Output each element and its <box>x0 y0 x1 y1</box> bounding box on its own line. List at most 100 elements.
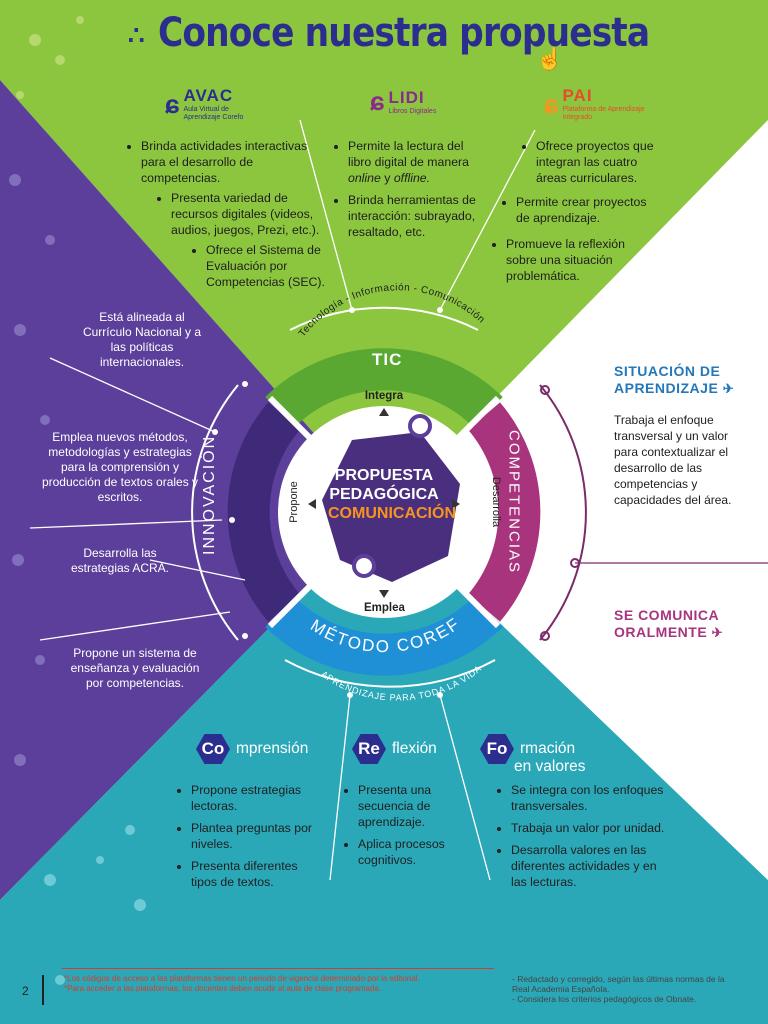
avac-logo-icon: ɕ <box>165 88 180 119</box>
center-line1: PROPUESTA <box>334 467 434 484</box>
green-quadrant <box>0 0 768 512</box>
formacion-hex: Fo <box>480 734 514 764</box>
center-line3: COMUNICACIÓN <box>328 505 456 522</box>
reflexion-item: Aplica procesos cognitivos. <box>358 836 452 868</box>
left-outer-arc <box>191 384 239 641</box>
footer-divider <box>42 975 44 1005</box>
formacion-header: Fo rmación en valores <box>480 734 586 776</box>
pai-logo-icon: ɕ <box>544 88 559 119</box>
lidi-and: y <box>384 171 391 185</box>
pai-name: PAI <box>562 86 593 105</box>
situacion-title: SITUACIÓN DE APRENDIZAJE ✈ <box>614 363 764 397</box>
network-decoration-top <box>16 16 84 99</box>
reflexion-header: Re flexión <box>352 734 437 764</box>
hexagon-dot-top <box>408 414 432 438</box>
innovacion-band <box>227 402 301 622</box>
hand-cursor-icon: ☝ <box>536 46 564 71</box>
avac-sub: Aula Virtual de Aprendizaje Corefo <box>183 106 244 121</box>
innovacion-item: Está alineada al Currículo Nacional y a … <box>82 310 202 369</box>
innovacion-band-label: INNOVACIÓN <box>201 434 218 555</box>
center-line2: PEDAGÓGICA <box>329 486 439 503</box>
reflexion-list: Presenta una secuencia de aprendizaje. A… <box>342 782 452 874</box>
lidi-item1-text: Permite la lectura del libro digital de … <box>348 139 469 169</box>
formacion-list: Se integra con los enfoques transversale… <box>495 782 675 896</box>
brand-lidi: ɕ LIDI Libros Digitales <box>370 86 448 117</box>
connector-dots <box>212 307 443 698</box>
connector-lines <box>29 119 536 881</box>
title-dots-icon: ∴ <box>128 20 145 50</box>
footer-right-line: - Considera los criterios pedagógicos de… <box>512 994 697 1004</box>
center-emplea: Emplea <box>364 602 405 614</box>
tic-band-label: TIC <box>372 350 403 369</box>
innovacion-item: Propone un sistema de enseñanza y evalua… <box>70 646 200 690</box>
avac-list: Brinda actividades interactivas para el … <box>125 138 315 192</box>
comprension-item: Presenta diferentes tipos de textos. <box>191 858 315 890</box>
center-arrows <box>308 408 460 598</box>
formacion-item: Desarrolla valores en las diferentes act… <box>511 842 675 890</box>
teal-quadrant <box>0 512 768 1024</box>
comprension-header: Co mprensión <box>196 734 308 764</box>
situacion-text: Trabaja el enfoque transversal y un valo… <box>614 413 732 507</box>
comunica-title-text: SE COMUNICA ORALMENTE <box>614 607 719 640</box>
network-decoration-left <box>9 174 55 766</box>
pai-list-3: Promueve la reflexión sobre una situació… <box>490 236 640 290</box>
comprension-hex: Co <box>196 734 230 764</box>
avac-list-2: Presenta variedad de recursos digitales … <box>155 190 325 244</box>
pai-item: Promueve la reflexión sobre una situació… <box>506 236 640 284</box>
avac-list-3: Ofrece el Sistema de Evaluación por Comp… <box>190 242 330 296</box>
lidi-item-online: Permite la lectura del libro digital de … <box>348 138 482 186</box>
right-outer-arc <box>539 384 587 641</box>
avac-item: Ofrece el Sistema de Evaluación por Comp… <box>206 242 330 290</box>
footer-notes: *Los códigos de acceso a las plataformas… <box>64 974 494 994</box>
situacion-title-text: SITUACIÓN DE APRENDIZAJE <box>614 363 721 396</box>
lidi-online: online <box>348 171 381 185</box>
footer-rule <box>62 968 494 969</box>
competencias-band <box>467 402 541 622</box>
pai-item: Permite crear proyectos de aprendizaje. <box>516 194 660 226</box>
bottom-outer-arc <box>284 659 496 688</box>
lidi-offline: offline. <box>393 171 431 185</box>
comprension-rest: mprensión <box>236 740 309 757</box>
hexagon-dot-bottom <box>352 554 376 578</box>
right-arc-dots <box>540 385 580 641</box>
center-hexagon <box>322 432 460 582</box>
comprension-list: Propone estrategias lectoras. Plantea pr… <box>175 782 315 896</box>
comprension-item: Plantea preguntas por niveles. <box>191 820 315 852</box>
pai-sub: Plataforma de Aprendizaje Integrado <box>562 106 645 121</box>
formacion-rest2: en valores <box>514 758 586 775</box>
competencias-band-label: COMPETENCIAS <box>505 429 523 574</box>
formacion-item: Trabaja un valor por unidad. <box>511 820 675 836</box>
reflexion-hex: Re <box>352 734 386 764</box>
lidi-item: Brinda herramientas de interacción: subr… <box>348 192 482 240</box>
plane-icon: ✈ <box>722 381 735 396</box>
plane-icon: ✈ <box>711 625 723 640</box>
formacion-rest: rmación <box>520 740 576 757</box>
innovacion-item: Desarrolla las estrategias ACRA. <box>70 546 170 575</box>
network-decoration-bottom <box>44 825 146 985</box>
footer-note: *Para acceder a las plataformas, los doc… <box>64 984 382 993</box>
pai-list-2: Permite crear proyectos de aprendizaje. <box>500 194 660 232</box>
center-title: PROPUESTA PEDAGÓGICA COMUNICACIÓN <box>328 466 456 523</box>
footer-note: *Los códigos de acceso a las plataformas… <box>64 974 420 983</box>
page-title: Conoce nuestra propuesta <box>158 10 650 56</box>
pai-list-1: Ofrece proyectos que integran las cuatro… <box>520 138 660 192</box>
purple-quadrant <box>0 80 384 900</box>
pai-item: Ofrece proyectos que integran las cuatro… <box>536 138 660 186</box>
comunica-title: SE COMUNICA ORALMENTE ✈ <box>614 607 764 641</box>
reflexion-rest: flexión <box>392 740 437 757</box>
innovacion-item: Emplea nuevos métodos, metodologías y es… <box>41 430 199 504</box>
tic-band <box>265 348 503 428</box>
reflexion-item: Presenta una secuencia de aprendizaje. <box>358 782 452 830</box>
formacion-item: Se integra con los enfoques transversale… <box>511 782 675 814</box>
footer-right: - Redactado y corregido, según las últim… <box>512 974 742 1004</box>
lidi-logo-icon: ɕ <box>370 86 385 116</box>
brand-pai: ɕ PAI Plataforma de Aprendizaje Integrad… <box>544 86 672 122</box>
avac-item: Presenta variedad de recursos digitales … <box>171 190 325 238</box>
brand-avac: ɕ AVAC Aula Virtual de Aprendizaje Coref… <box>165 86 263 122</box>
top-outer-arc <box>289 306 479 331</box>
white-quadrant <box>384 120 768 880</box>
avac-name: AVAC <box>183 86 234 105</box>
avac-item: Brinda actividades interactivas para el … <box>141 138 315 186</box>
center-propone: Propone <box>288 481 300 523</box>
